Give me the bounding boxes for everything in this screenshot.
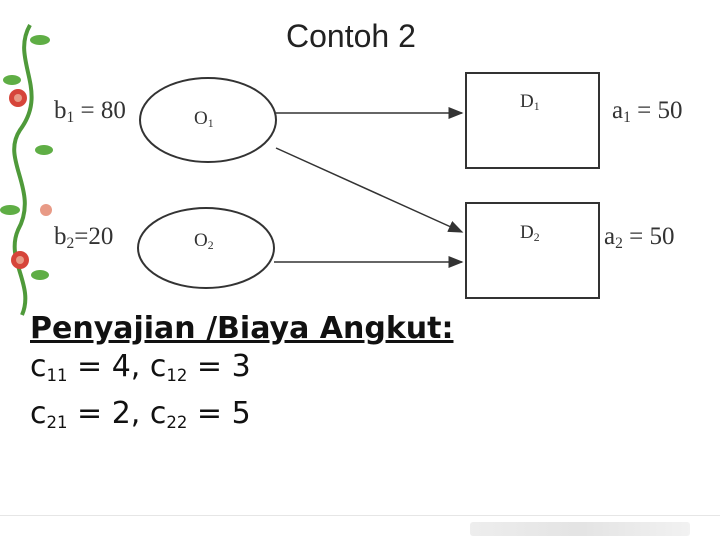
- source-node-2: [137, 207, 275, 289]
- floral-decoration-icon: [0, 24, 53, 316]
- source-label-2: O2: [194, 230, 214, 252]
- demand-label-1: a1 = 50: [612, 97, 683, 126]
- supply-label-2: b2=20: [54, 223, 114, 252]
- slide-title: Contoh 2: [286, 18, 416, 54]
- cost-line-2: c21 = 2, c22 = 5: [30, 395, 251, 432]
- destination-label-2: D2: [520, 222, 540, 244]
- destination-node-1: [465, 72, 600, 169]
- supply-label-1: b1 = 80: [54, 97, 126, 126]
- cost-heading: Penyajian /Biaya Angkut:: [30, 311, 454, 346]
- source-node-1: [139, 77, 277, 163]
- destination-node-2: [465, 202, 600, 299]
- cost-line-1: c11 = 4, c12 = 3: [30, 349, 251, 385]
- demand-label-2: a2 = 50: [604, 223, 675, 252]
- route-1-2: [275, 147, 464, 233]
- destination-label-1: D1: [520, 91, 540, 113]
- footer-watermark: [470, 522, 690, 536]
- source-label-1: O1: [194, 108, 214, 130]
- footer-divider: [0, 515, 720, 516]
- cost-text-block: Penyajian /Biaya Angkut: c11 = 4, c12 = …: [30, 310, 453, 442]
- transport-diagram: [137, 72, 600, 299]
